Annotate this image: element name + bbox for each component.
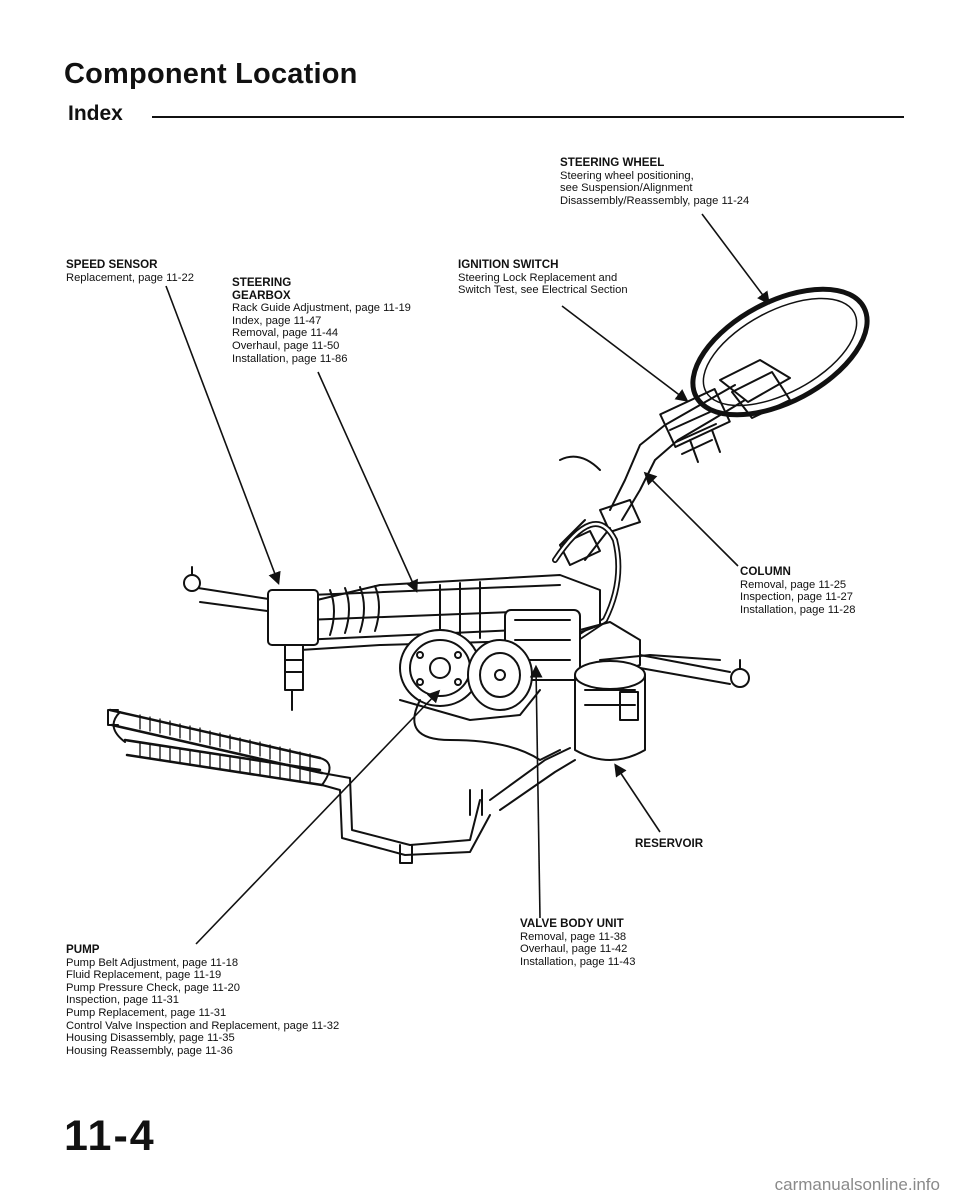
callout-steering-wheel: STEERING WHEEL Steering wheel positionin… — [560, 156, 750, 207]
steering-wheel-ref: Disassembly/Reassembly, page 11-24 — [560, 194, 750, 207]
pump-ref: Housing Disassembly, page 11-35 — [66, 1032, 235, 1045]
column-label: COLUMN — [740, 565, 791, 578]
speed-sensor-ref: Replacement, page 11-22 — [66, 271, 194, 284]
pump-ref: Pump Pressure Check, page 11-20 — [66, 981, 240, 994]
callout-steering-gearbox: STEERING GEARBOX Rack Guide Adjustment, … — [232, 276, 411, 365]
callout-pump: PUMP Pump Belt Adjustment, page 11-18 Fl… — [66, 943, 340, 1057]
pump-ref: Housing Reassembly, page 11-36 — [66, 1044, 233, 1057]
callout-reservoir: RESERVOIR — [635, 837, 704, 851]
steering-wheel-label: STEERING WHEEL — [560, 156, 665, 169]
pump-drawing — [399, 629, 541, 721]
callout-ignition-switch: IGNITION SWITCH Steering Lock Replacemen… — [458, 258, 628, 297]
steering-gearbox-label: STEERING — [232, 276, 292, 289]
steering-gearbox-label-2: GEARBOX — [232, 288, 291, 302]
pump-ref: Pump Replacement, page 11-31 — [66, 1006, 227, 1019]
speed-sensor-label: SPEED SENSOR — [66, 258, 158, 271]
header-rule — [152, 116, 904, 118]
ignition-switch-ref: Steering Lock Replacement and — [458, 271, 618, 284]
steering-gearbox-ref: Installation, page 11-86 — [232, 352, 348, 365]
reservoir-label: RESERVOIR — [635, 837, 704, 850]
steering-wheel-ref: see Suspension/Alignment — [560, 182, 693, 195]
page-number: 11-4 — [64, 1112, 156, 1160]
column-ref: Installation, page 11-28 — [740, 603, 856, 616]
pump-ref: Control Valve Inspection and Replacement… — [66, 1019, 340, 1032]
callout-valve-body-unit: VALVE BODY UNIT Removal, page 11-38 Over… — [520, 917, 636, 968]
page-title: Component Location — [64, 58, 358, 90]
pump-ref: Inspection, page 11-31 — [66, 994, 179, 1007]
callout-column: COLUMN Removal, page 11-25 Inspection, p… — [740, 565, 856, 616]
cooler-coil-drawing — [107, 708, 331, 787]
valve-body-unit-ref: Removal, page 11-38 — [520, 930, 627, 943]
valve-body-unit-ref: Installation, page 11-43 — [520, 955, 636, 968]
ignition-switch-ref: Switch Test, see Electrical Section — [458, 284, 628, 297]
pump-label: PUMP — [66, 943, 100, 956]
callout-speed-sensor: SPEED SENSOR Replacement, page 11-22 — [66, 258, 194, 284]
steering-gearbox-ref: Index, page 11-47 — [232, 314, 322, 327]
pump-ref: Pump Belt Adjustment, page 11-18 — [66, 956, 239, 969]
reservoir-drawing — [574, 660, 646, 761]
valve-body-unit-ref: Overhaul, page 11-42 — [520, 943, 628, 956]
steering-wheel-ref: Steering wheel positioning, — [560, 169, 694, 182]
section-subtitle: Index — [68, 102, 123, 125]
ignition-switch-label: IGNITION SWITCH — [458, 258, 559, 271]
pump-ref: Fluid Replacement, page 11-19 — [66, 969, 222, 982]
watermark: carmanualsonline.info — [774, 1175, 940, 1194]
column-ref: Removal, page 11-25 — [740, 578, 847, 591]
valve-body-unit-label: VALVE BODY UNIT — [520, 917, 624, 930]
steering-gearbox-ref: Overhaul, page 11-50 — [232, 339, 340, 352]
steering-gearbox-ref: Removal, page 11-44 — [232, 327, 339, 340]
column-ref: Inspection, page 11-27 — [740, 591, 853, 604]
steering-gearbox-ref: Rack Guide Adjustment, page 11-19 — [232, 302, 411, 315]
